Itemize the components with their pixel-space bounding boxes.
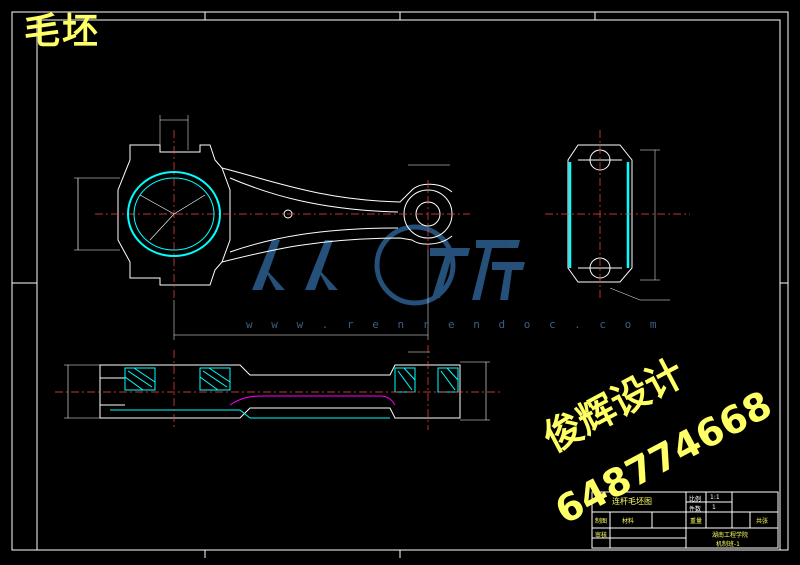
rod-section-view	[64, 351, 490, 421]
title-block-drawn-label: 制图	[595, 518, 608, 525]
section-centerlines	[55, 345, 500, 430]
watermark-logo	[252, 224, 525, 306]
title-block-qty-label: 件数	[689, 506, 702, 513]
side-view-edges	[568, 162, 630, 268]
title-block-school: 湖南工程学院	[712, 532, 749, 539]
title-block-qty-value: 1	[712, 504, 716, 511]
title-block-scale-value: 1:1	[710, 494, 720, 501]
drawing-frame	[11, 11, 789, 558]
bore-radii	[139, 194, 206, 241]
rod-top-view	[74, 115, 470, 340]
drawing-title: 毛坯	[24, 11, 101, 52]
title-block-sheet-label: 共张	[756, 518, 769, 525]
rod-side-view	[567, 144, 670, 301]
big-end-bore	[127, 171, 221, 257]
title-block-part-name: 连杆毛坯图	[612, 497, 652, 506]
title-block-weight-label: 重量	[690, 518, 703, 525]
title-block-check-label: 审核	[595, 532, 608, 539]
section-hatch	[110, 367, 459, 419]
side-centerlines	[545, 130, 690, 300]
title-block	[591, 491, 779, 549]
section-fillet	[229, 395, 396, 406]
title-block-scale-label: 比例	[689, 496, 702, 503]
title-block-material-label: 材料	[622, 518, 635, 525]
watermark-site-url: w w w . r e n r e n d o c . c o m	[246, 318, 663, 331]
title-block-code: 机制班-1	[716, 541, 740, 548]
